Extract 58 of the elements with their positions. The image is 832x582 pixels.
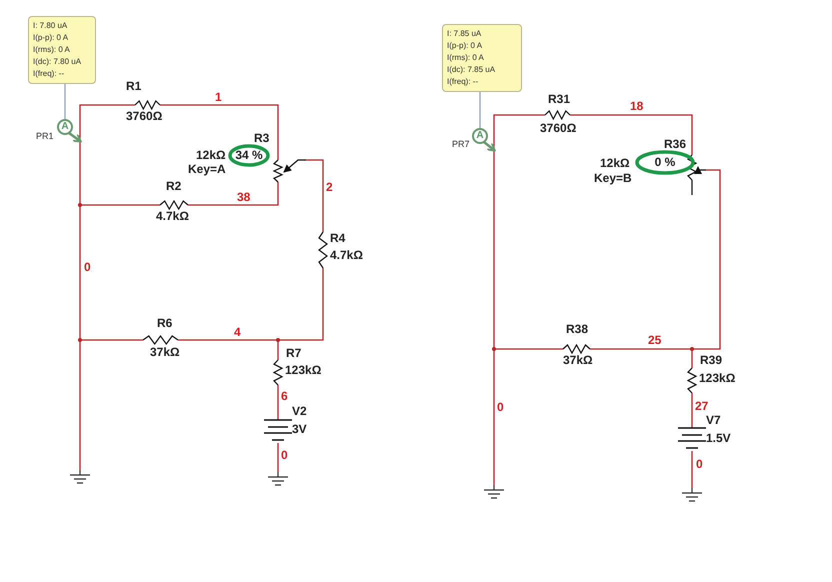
component-label: V2	[292, 405, 307, 418]
resistance-value: 12kΩ	[196, 149, 226, 162]
net-label: 18	[630, 100, 644, 113]
resistance-value: 37kΩ	[150, 346, 180, 359]
resistance-value: 12kΩ	[600, 157, 630, 170]
resistance-value: 4.7kΩ	[156, 210, 189, 223]
voltage-value: 3V	[292, 423, 307, 436]
leader-line	[479, 92, 481, 128]
highlight-ellipse: 0 %	[635, 150, 695, 175]
net-label: 38	[237, 191, 250, 204]
component-label: R3	[254, 132, 270, 145]
net-label: 0	[84, 261, 91, 274]
probe-readout	[442, 24, 522, 92]
component-label: V7	[706, 414, 721, 427]
readout-line: I(freq): --	[447, 76, 480, 88]
net-label: 0	[281, 449, 288, 462]
probe-readout	[28, 16, 96, 84]
resistance-value: 4.7kΩ	[330, 249, 363, 262]
readout-line: I: 7.80 uA	[33, 20, 68, 32]
component-label: R1	[126, 80, 142, 93]
readout-line: I(rms): 0 A	[33, 44, 71, 56]
component-label: R38	[566, 323, 588, 336]
probe-label: PR1	[36, 131, 54, 141]
component-label: R36	[664, 138, 686, 151]
net-label: 25	[648, 334, 662, 347]
readout-line: I(dc): 7.85 uA	[447, 64, 496, 76]
voltage-value: 1.5V	[706, 432, 731, 445]
readout-line: I: 7.85 uA	[447, 28, 482, 40]
probe-label: PR7	[452, 139, 470, 149]
resistance-value: 3760Ω	[540, 122, 576, 135]
resistance-value: 37kΩ	[563, 354, 593, 367]
ammeter-probe: A	[472, 128, 488, 144]
key-label: Key=A	[188, 163, 226, 176]
component-label: R6	[157, 317, 172, 330]
net-label: 1	[215, 91, 222, 104]
component-label: R4	[330, 232, 346, 245]
component-label: R2	[166, 180, 182, 193]
leader-line	[64, 84, 66, 119]
highlight-ellipse: 34 %	[228, 144, 270, 167]
resistance-value: 123kΩ	[285, 364, 322, 377]
component-label: R7	[286, 347, 302, 360]
net-label: 4	[234, 326, 241, 339]
component-label: R39	[700, 354, 722, 367]
net-label: 27	[695, 400, 708, 413]
readout-line: I(dc): 7.80 uA	[33, 56, 82, 68]
component-label: R31	[548, 93, 570, 106]
net-label: 6	[281, 390, 288, 403]
readout-line: I(freq): --	[33, 68, 66, 80]
ammeter-probe: A	[57, 119, 73, 135]
resistance-value: 123kΩ	[699, 372, 736, 385]
readout-line: I(p-p): 0 A	[447, 40, 484, 52]
net-label: 0	[497, 401, 504, 414]
net-label: 0	[696, 458, 703, 471]
key-label: Key=B	[594, 172, 632, 185]
net-label: 2	[326, 181, 333, 194]
resistance-value: 3760Ω	[126, 110, 162, 123]
readout-line: I(rms): 0 A	[447, 52, 485, 64]
readout-line: I(p-p): 0 A	[33, 32, 70, 44]
